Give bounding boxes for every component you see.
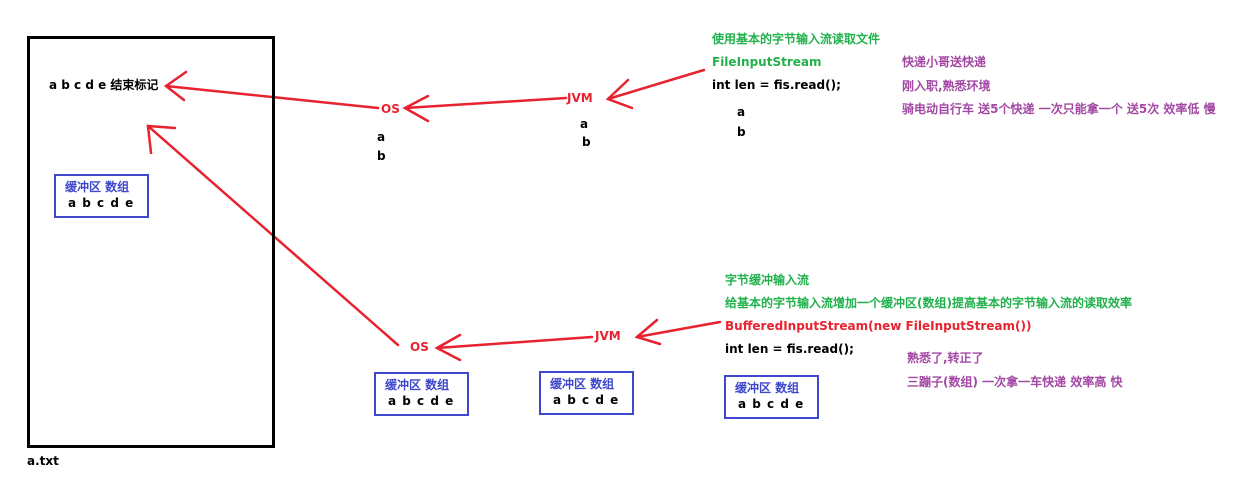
file-buffer-title: 缓冲区 数组 xyxy=(65,180,130,194)
file-buffer-box: 缓冲区 数组 a b c d e xyxy=(54,174,149,218)
arrow-jvm-to-os-top xyxy=(403,96,568,110)
os-byte-a-top: a xyxy=(377,130,386,144)
top-code-read: int len = fis.read(); xyxy=(712,78,841,92)
os-buffer-content: a b c d e xyxy=(388,394,455,408)
jvm-buffer-content: a b c d e xyxy=(553,393,620,407)
code-buffer-box: 缓冲区 数组 a b c d e xyxy=(724,375,819,419)
arrow-jvm-to-os-bottom xyxy=(435,335,594,350)
jvm-byte-a-top: a xyxy=(580,117,589,131)
os-label-bottom: OS xyxy=(410,340,429,354)
os-label-top: OS xyxy=(381,102,400,116)
bottom-analogy-2: 三蹦子(数组) 一次拿一车快递 效率高 快 xyxy=(907,375,1123,389)
bottom-code-title: 字节缓冲输入流 xyxy=(725,273,810,287)
bottom-code-desc: 给基本的字节输入流增加一个缓冲区(数组)提高基本的字节输入流的读取效率 xyxy=(725,296,1132,310)
file-box xyxy=(27,36,275,448)
top-analogy-3: 骑电动自行车 送5个快递 一次只能拿一个 送5次 效率低 慢 xyxy=(902,102,1216,116)
os-buffer-box: 缓冲区 数组 a b c d e xyxy=(374,372,469,416)
top-code-byte-a: a xyxy=(737,105,746,119)
bottom-code-read: int len = fis.read(); xyxy=(725,342,854,356)
top-analogy-1: 快递小哥送快递 xyxy=(902,55,987,69)
top-code-class: FileInputStream xyxy=(712,55,822,69)
top-code-byte-b: b xyxy=(737,125,746,139)
file-label: a.txt xyxy=(27,454,59,468)
top-code-title: 使用基本的字节输入流读取文件 xyxy=(712,32,881,46)
arrow-code-to-jvm-top xyxy=(606,68,706,101)
bottom-analogy-1: 熟悉了,转正了 xyxy=(907,351,984,365)
bottom-code-class: BufferedInputStream(new FileInputStream(… xyxy=(725,319,1032,333)
code-buffer-content: a b c d e xyxy=(738,397,805,411)
code-buffer-title: 缓冲区 数组 xyxy=(735,381,800,395)
jvm-label-bottom: JVM xyxy=(595,329,621,343)
os-byte-b-top: b xyxy=(377,149,386,163)
arrow-code-to-jvm-bottom xyxy=(635,320,722,339)
jvm-buffer-title: 缓冲区 数组 xyxy=(550,377,615,391)
jvm-byte-b-top: b xyxy=(582,135,591,149)
os-buffer-title: 缓冲区 数组 xyxy=(385,378,450,392)
top-analogy-2: 刚入职,熟悉环境 xyxy=(902,79,991,93)
jvm-buffer-box: 缓冲区 数组 a b c d e xyxy=(539,371,634,415)
file-content: a b c d e 结束标记 xyxy=(49,78,159,92)
jvm-label-top: JVM xyxy=(567,91,593,105)
file-buffer-content: a b c d e xyxy=(68,196,135,210)
